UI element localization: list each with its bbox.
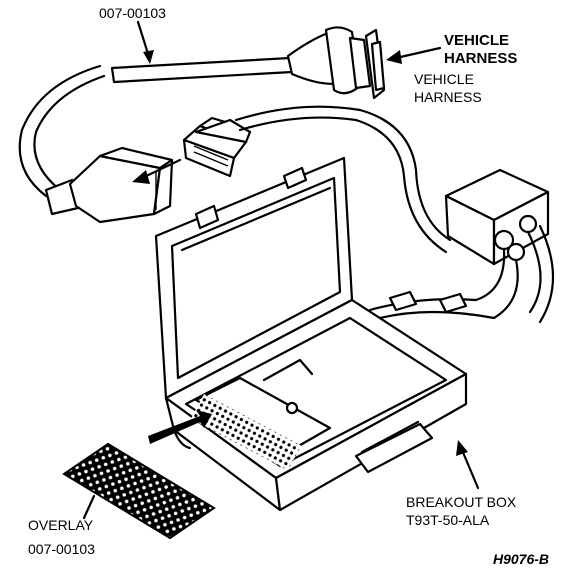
label-vehicle-harness-2: HARNESS (414, 89, 482, 105)
interface-connector (132, 116, 252, 184)
vehicle-harness-connector (364, 28, 386, 100)
arrow-icon (148, 410, 212, 444)
label-vehicle-harness-bold-2: HARNESS (444, 50, 518, 67)
breakout-box-leader (456, 440, 480, 490)
case-body (164, 298, 468, 512)
harness-cable (234, 105, 452, 254)
label-part-top: 007-00103 (99, 5, 166, 21)
label-breakout-box-2: T93T-50-ALA (406, 512, 490, 528)
label-overlay-1: OVERLAY (28, 517, 94, 533)
label-overlay-2: 007-00103 (28, 541, 95, 557)
label-breakout-box-1: BREAKOUT BOX (406, 494, 517, 510)
figure-id: H9076-B (493, 551, 550, 567)
main-cable (18, 64, 174, 224)
label-vehicle-harness-bold-1: VEHICLE (444, 32, 510, 49)
part-number-leader (136, 20, 154, 64)
label-vehicle-harness-1: VEHICLE (414, 71, 474, 87)
overlay-sheet (62, 442, 216, 540)
junction-box (444, 168, 554, 324)
arrow-icon (386, 46, 442, 64)
overlay-cable (110, 26, 372, 95)
